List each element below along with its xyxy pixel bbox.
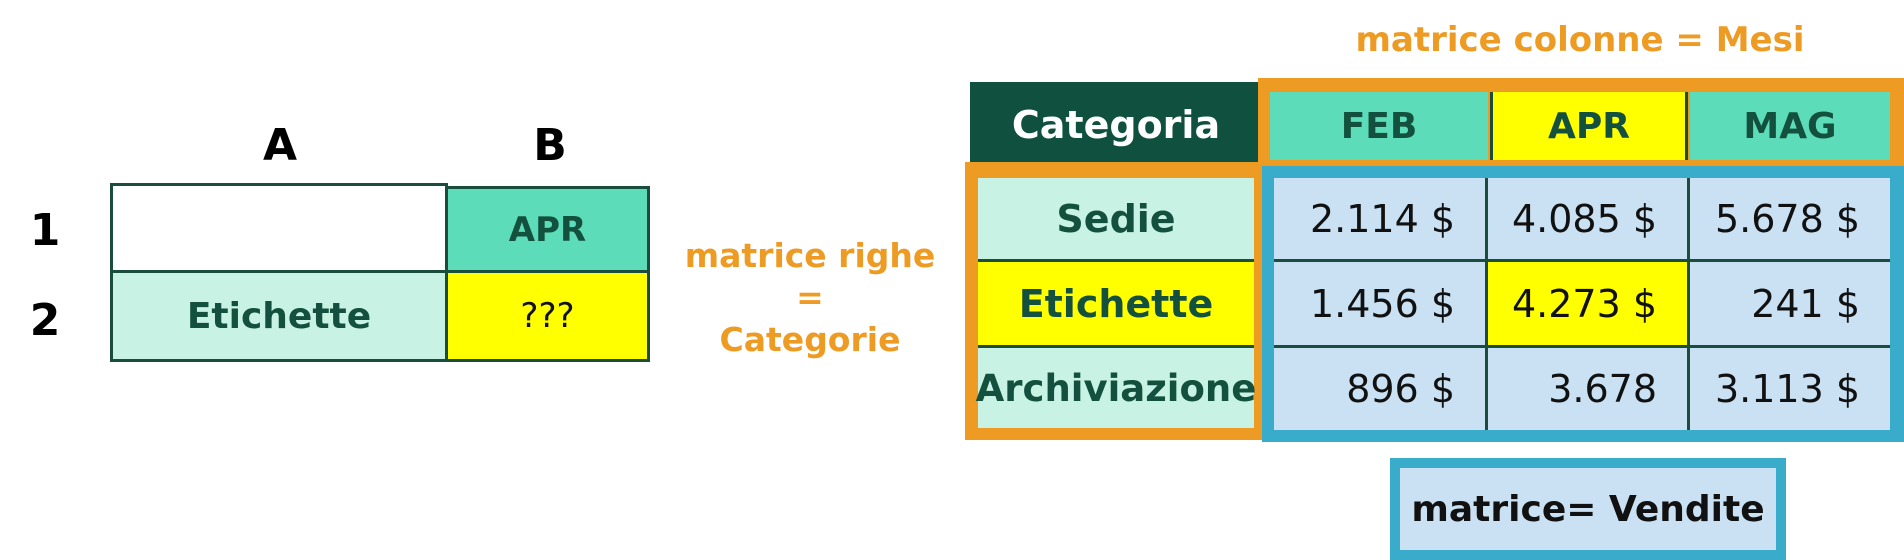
month-header-apr[interactable]: APR xyxy=(1490,92,1688,160)
column-header-b: B xyxy=(533,119,567,171)
value-archiviazione-mag[interactable]: 3.113 $ xyxy=(1690,348,1890,430)
column-header-a: A xyxy=(262,119,298,171)
cell-b1-text: APR xyxy=(508,209,587,250)
month-feb-text: FEB xyxy=(1340,105,1418,147)
month-header-feb[interactable]: FEB xyxy=(1270,92,1488,160)
columns-matrix-annotation: matrice colonne = Mesi xyxy=(1355,20,1805,60)
value-sedie-apr[interactable]: 4.085 $ xyxy=(1488,178,1690,262)
value-text: 3.678 xyxy=(1548,367,1657,411)
category-row-sedie[interactable]: Sedie xyxy=(978,178,1254,262)
value-etichette-mag[interactable]: 241 $ xyxy=(1690,262,1890,348)
category-row-archiviazione[interactable]: Archiviazione xyxy=(975,348,1257,428)
value-text: 4.273 $ xyxy=(1511,281,1657,326)
month-header-mag[interactable]: MAG xyxy=(1690,92,1890,160)
category-header: Categoria xyxy=(970,82,1262,167)
cell-b2-text: ??? xyxy=(520,296,575,336)
category-sedie-text: Sedie xyxy=(1056,196,1176,241)
values-matrix-annotation: matrice= Vendite xyxy=(1390,458,1786,560)
value-etichette-apr-highlight[interactable]: 4.273 $ xyxy=(1488,262,1690,348)
category-header-text: Categoria xyxy=(1011,102,1221,147)
rows-matrix-annotation: matrice righe = Categorie xyxy=(670,235,950,361)
value-archiviazione-apr[interactable]: 3.678 xyxy=(1488,348,1690,430)
row-header-1: 1 xyxy=(29,204,61,256)
rows-annotation-line2: = xyxy=(796,278,824,317)
rows-annotation-line3: Categorie xyxy=(719,320,901,359)
month-mag-text: MAG xyxy=(1743,105,1837,147)
category-etichette-text: Etichette xyxy=(1018,281,1214,326)
cell-b1[interactable]: APR xyxy=(445,186,650,273)
cell-b2[interactable]: ??? xyxy=(445,270,650,362)
value-etichette-feb[interactable]: 1.456 $ xyxy=(1274,262,1488,348)
value-archiviazione-feb[interactable]: 896 $ xyxy=(1274,348,1488,430)
cell-a2-text: Etichette xyxy=(186,295,372,337)
cell-a1[interactable] xyxy=(110,183,448,273)
category-row-etichette[interactable]: Etichette xyxy=(978,262,1254,348)
value-text: 4.085 $ xyxy=(1511,196,1657,241)
category-archiviazione-text: Archiviazione xyxy=(975,366,1257,410)
cell-a2[interactable]: Etichette xyxy=(110,270,448,362)
values-annotation-text: matrice= Vendite xyxy=(1411,488,1765,530)
value-text: 241 $ xyxy=(1751,281,1860,326)
value-text: 3.113 $ xyxy=(1714,367,1860,411)
value-text: 5.678 $ xyxy=(1714,196,1860,241)
value-text: 2.114 $ xyxy=(1309,196,1455,241)
value-sedie-feb[interactable]: 2.114 $ xyxy=(1274,178,1488,262)
value-text: 896 $ xyxy=(1346,367,1455,411)
value-text: 1.456 $ xyxy=(1309,281,1455,326)
value-sedie-mag[interactable]: 5.678 $ xyxy=(1690,178,1890,262)
row-header-2: 2 xyxy=(29,294,61,346)
month-apr-text: APR xyxy=(1548,105,1630,147)
rows-annotation-line1: matrice righe xyxy=(684,236,936,275)
